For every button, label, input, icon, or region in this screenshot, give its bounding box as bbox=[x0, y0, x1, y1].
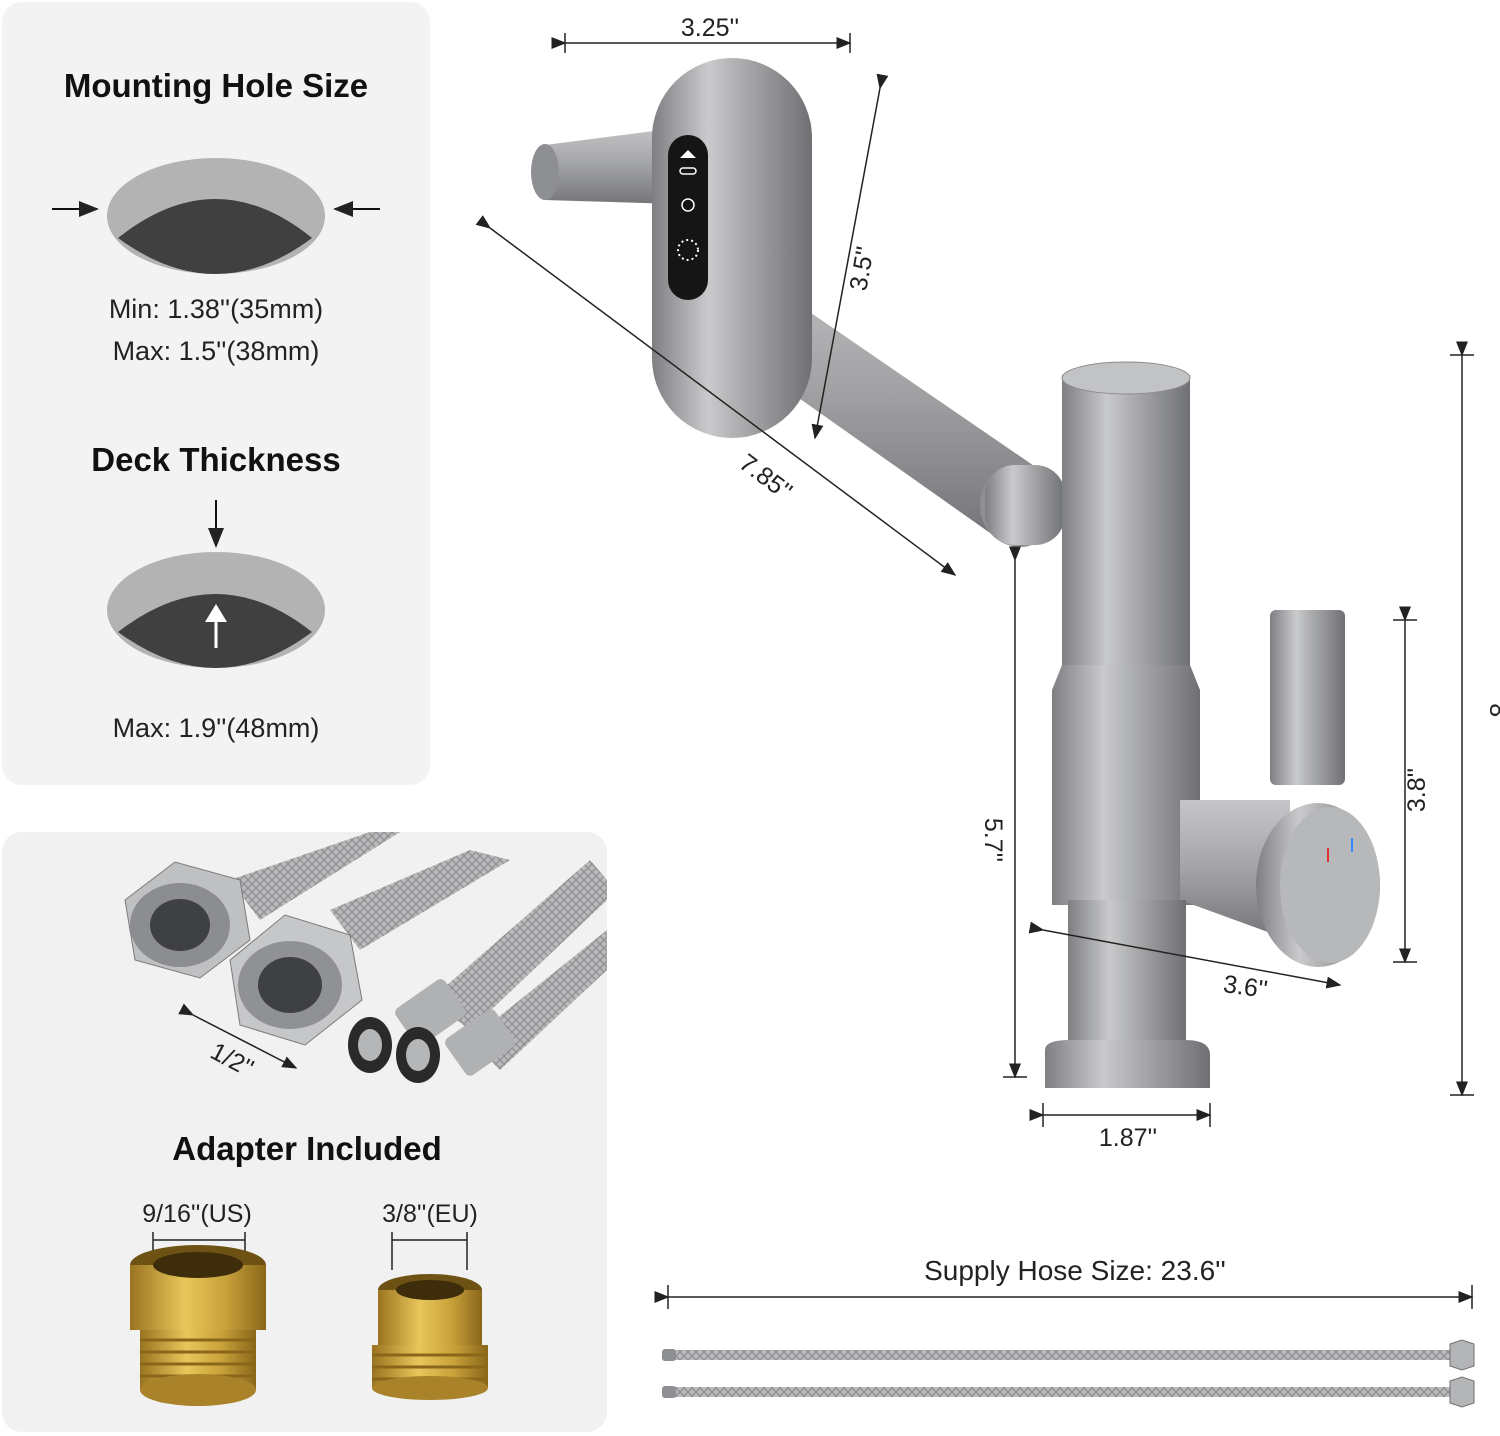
spray-mode-buttons bbox=[668, 135, 708, 300]
supply-hoses bbox=[662, 1339, 1475, 1408]
spout-clearance-label: 5.7'' bbox=[979, 818, 1007, 862]
mounting-max-text: Max: 1.5''(38mm) bbox=[113, 336, 320, 366]
adapter-title: Adapter Included bbox=[172, 1130, 442, 1167]
nut-size-dimension-line bbox=[178, 1003, 298, 1069]
deck-max-text: Max: 1.9''(48mm) bbox=[113, 713, 320, 743]
deck-thickness-title: Deck Thickness bbox=[91, 441, 340, 478]
faucet-illustration bbox=[531, 58, 1380, 1088]
supply-hose-label: Supply Hose Size: 23.6'' bbox=[924, 1255, 1226, 1286]
brass-adapter-us bbox=[130, 1245, 266, 1406]
adapter-eu-label: 3/8''(EU) bbox=[382, 1200, 478, 1228]
total-height-label: 8'' bbox=[1484, 703, 1500, 726]
brass-adapter-eu bbox=[372, 1274, 488, 1400]
handle-height-label: 3.8'' bbox=[1403, 768, 1431, 812]
faucet-base bbox=[1045, 1040, 1210, 1088]
mounting-hole-icon bbox=[107, 158, 325, 274]
mounting-hole-title: Mounting Hole Size bbox=[64, 67, 368, 104]
spout-length-label: 7.85'' bbox=[734, 449, 797, 506]
handle-reach-label: 3.6'' bbox=[1222, 970, 1270, 1004]
mounting-min-text: Min: 1.38''(35mm) bbox=[109, 294, 323, 324]
adapter-us-label: 9/16''(US) bbox=[142, 1200, 252, 1228]
base-diameter-label: 1.87'' bbox=[1099, 1124, 1157, 1152]
hoses-photo bbox=[124, 832, 607, 1083]
faucet-lever bbox=[1270, 610, 1345, 785]
head-width-label: 3.25'' bbox=[681, 14, 739, 42]
faucet-upper-body bbox=[1062, 375, 1190, 665]
